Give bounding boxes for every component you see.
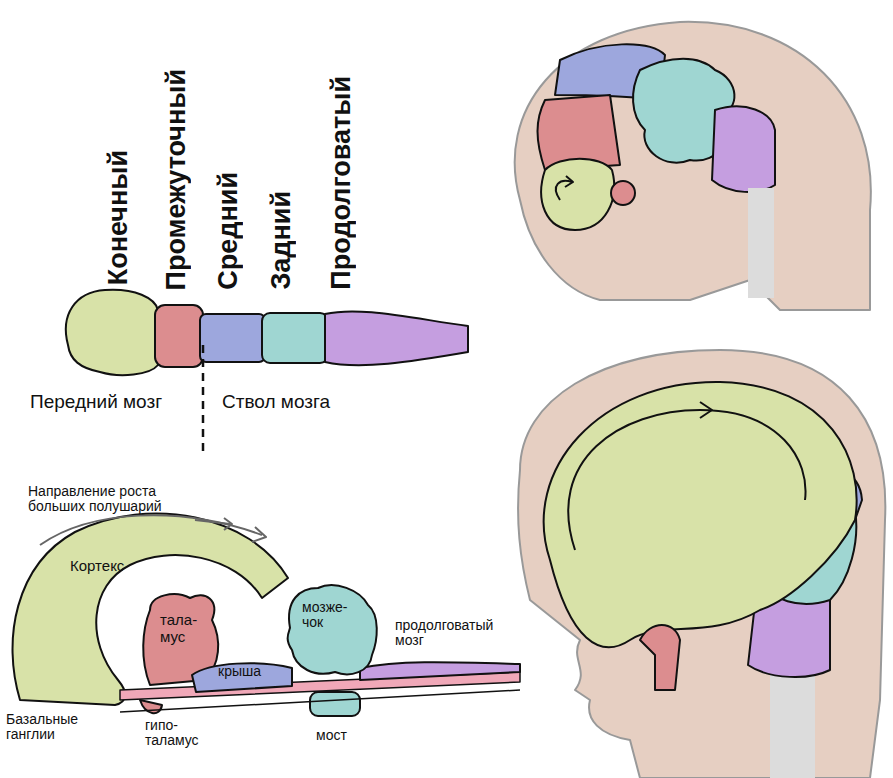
- note-label: Направление роста больших полушарий: [28, 484, 178, 515]
- section-label: Конечный: [105, 150, 132, 285]
- region-label: Ствол мозга: [222, 392, 330, 413]
- part-label: крыша: [218, 664, 261, 679]
- part-label: Кортекс: [70, 558, 124, 575]
- part-label: мозже- чок: [302, 600, 348, 631]
- section-label: Средний: [215, 172, 242, 290]
- part-label: Базальные ганглии: [6, 712, 78, 743]
- part-label: гипо- таламус: [145, 718, 199, 749]
- part-label: продолговатый мозг: [395, 618, 493, 649]
- section-label: Продолговатый: [328, 76, 355, 290]
- part-label: мост: [316, 728, 347, 743]
- section-label: Задний: [268, 191, 295, 290]
- part-label: тала- мус: [160, 612, 197, 645]
- section-label: Промежуточный: [163, 69, 190, 290]
- region-label: Передний мозг: [30, 392, 162, 413]
